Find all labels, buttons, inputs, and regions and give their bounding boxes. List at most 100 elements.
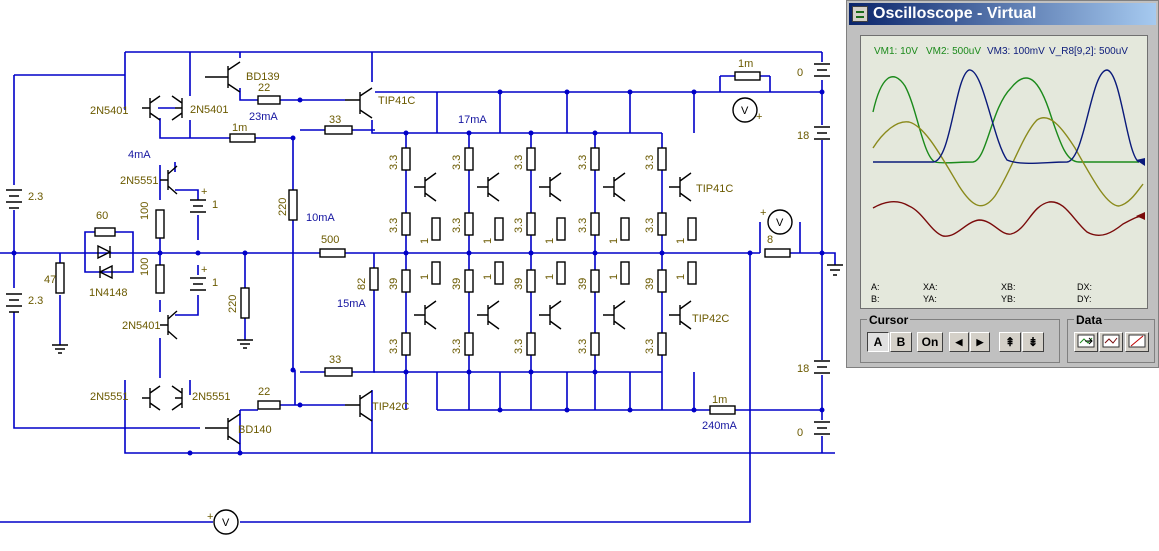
label-r39-c3: 39 — [513, 278, 525, 290]
current-15mA: 15mA — [337, 298, 366, 310]
label-r33-c1a: 3.3 — [388, 155, 400, 170]
waveform-area — [872, 69, 1145, 237]
channel-label-vm3: VM3: 100mV — [987, 46, 1045, 57]
label-r33-c5b: 3.3 — [644, 218, 656, 233]
label-v-rail-top-b: 18 — [797, 130, 809, 142]
window-title: Oscilloscope - Virtual — [873, 5, 1037, 22]
label-r33-c1c: 3.3 — [388, 339, 400, 354]
title-bar[interactable]: Oscilloscope - Virtual — [849, 3, 1156, 25]
channel-marker-vr8 — [1136, 212, 1145, 220]
current-17mA: 17mA — [458, 114, 487, 126]
label-2n5551-right: 2N5551 — [192, 391, 231, 403]
current-240mA: 240mA — [702, 420, 738, 432]
data-group: Data — [1067, 313, 1155, 363]
label-r82: 82 — [356, 278, 368, 290]
label-r220-vert: 220 — [277, 198, 289, 216]
label-bd139: BD139 — [246, 71, 280, 83]
label-r1-c3b: 1 — [544, 274, 556, 280]
plus-sign-bias-top: + — [201, 186, 207, 198]
label-r1m-top: 1m — [232, 122, 247, 134]
plus-sign-meter-out: + — [760, 207, 766, 219]
label-r220-bot: 220 — [227, 295, 239, 313]
transistor-tip42c-driver — [345, 390, 373, 422]
label-r1-c5b: 1 — [675, 274, 687, 280]
label-2n5551-left: 2N5551 — [90, 391, 129, 403]
waveform-vm2 — [872, 117, 1144, 207]
label-r100-bot: 100 — [139, 258, 151, 276]
export-data-button[interactable] — [1074, 332, 1098, 352]
label-r47: 47 — [44, 274, 56, 286]
label-r1-c5a: 1 — [675, 238, 687, 244]
label-r1-c1b: 1 — [419, 274, 431, 280]
label-r500: 500 — [321, 234, 339, 246]
label-r33-c5a: 3.3 — [644, 155, 656, 170]
oscilloscope-window[interactable]: Oscilloscope - Virtual VM1: 10V VM2: 500… — [846, 0, 1159, 368]
transistor-out-bot-3 — [539, 300, 562, 330]
label-r1-c4b: 1 — [608, 274, 620, 280]
label-v-in-bot: 2.3 — [28, 295, 43, 307]
channel-marker-vm3 — [1136, 158, 1145, 166]
label-v-rail-top-a: 0 — [797, 67, 803, 79]
transistor-bd139 — [205, 61, 241, 93]
readout-xa: XA: — [923, 282, 938, 292]
cursor-b-button[interactable]: B — [890, 332, 912, 352]
voltmeter-out-label: V — [776, 217, 784, 229]
label-2n5401-right: 2N5401 — [190, 104, 229, 116]
label-r33-bot: 33 — [329, 354, 341, 366]
readout-yb: YB: — [1001, 294, 1016, 304]
plus-sign-bias-bot: + — [201, 264, 207, 276]
label-r22-bot: 22 — [258, 386, 270, 398]
cursor-up-button[interactable]: ⇞ — [999, 332, 1021, 352]
cursor-right-button[interactable]: ▶ — [970, 332, 990, 352]
label-1n4148: 1N4148 — [89, 287, 128, 299]
label-2n5401-vbe: 2N5401 — [122, 320, 161, 332]
cursor-on-button[interactable]: On — [917, 332, 943, 352]
label-r8: 8 — [767, 234, 773, 246]
waveform-vr8 — [872, 201, 1144, 237]
transistor-out-bot-1 — [414, 300, 437, 330]
label-v-in-top: 2.3 — [28, 191, 43, 203]
label-r1-c1a: 1 — [419, 238, 431, 244]
label-r33-c2b: 3.3 — [451, 218, 463, 233]
cursor-a-button[interactable]: A — [867, 332, 889, 352]
label-r33-c3a: 3.3 — [513, 155, 525, 170]
current-4mA: 4mA — [128, 149, 151, 161]
label-r100-top: 100 — [139, 202, 151, 220]
label-r1-c2b: 1 — [482, 274, 494, 280]
readout-ya: YA: — [923, 294, 937, 304]
plus-sign-meter-top: + — [756, 111, 762, 123]
transistor-out-top-2 — [477, 172, 500, 202]
transistor-2n5551-vbe — [160, 165, 178, 195]
label-tip42c-driver: TIP42C — [372, 401, 409, 413]
channel-label-vm2: VM2: 500uV — [926, 46, 982, 57]
transistor-tip41c-driver — [345, 87, 373, 119]
label-r33-c2c: 3.3 — [451, 339, 463, 354]
transistor-out-top-3 — [539, 172, 562, 202]
junction-dots — [11, 89, 825, 456]
waveform-vm1 — [872, 76, 1139, 164]
plot-data-button[interactable] — [1125, 332, 1149, 352]
label-r33-c4b: 3.3 — [577, 218, 589, 233]
cursor-left-button[interactable]: ◀ — [949, 332, 969, 352]
transistor-out-bot-5 — [669, 300, 692, 330]
label-r60: 60 — [96, 210, 108, 222]
plus-sign-meter-in: + — [207, 511, 213, 523]
current-10mA: 10mA — [306, 212, 335, 224]
import-data-button[interactable] — [1099, 332, 1123, 352]
readout-dy: DY: — [1077, 294, 1092, 304]
readout-xb: XB: — [1001, 282, 1016, 292]
cursor-down-button[interactable]: ⇟ — [1022, 332, 1044, 352]
transistor-2n5551-right-bot — [171, 385, 183, 411]
label-r39-c4: 39 — [577, 278, 589, 290]
transistor-out-bot-2 — [477, 300, 500, 330]
circuit-schematic: 2N5401 2N5401 BD139 TIP41C 2N5551 2N5401… — [0, 51, 843, 535]
cursor-group-title: Cursor — [867, 313, 911, 327]
export-data-icon — [1077, 334, 1095, 348]
label-r33-c4c: 3.3 — [577, 339, 589, 354]
transistors — [142, 61, 692, 445]
voltmeter-in-label: V — [222, 517, 230, 529]
transistor-out-top-4 — [603, 172, 626, 202]
transistor-out-top-1 — [414, 172, 437, 202]
channel-label-vm1: VM1: 10V — [874, 46, 918, 57]
scope-display: VM1: 10V VM2: 500uV VM3: 100mV V_R8[9,2]… — [860, 35, 1148, 309]
